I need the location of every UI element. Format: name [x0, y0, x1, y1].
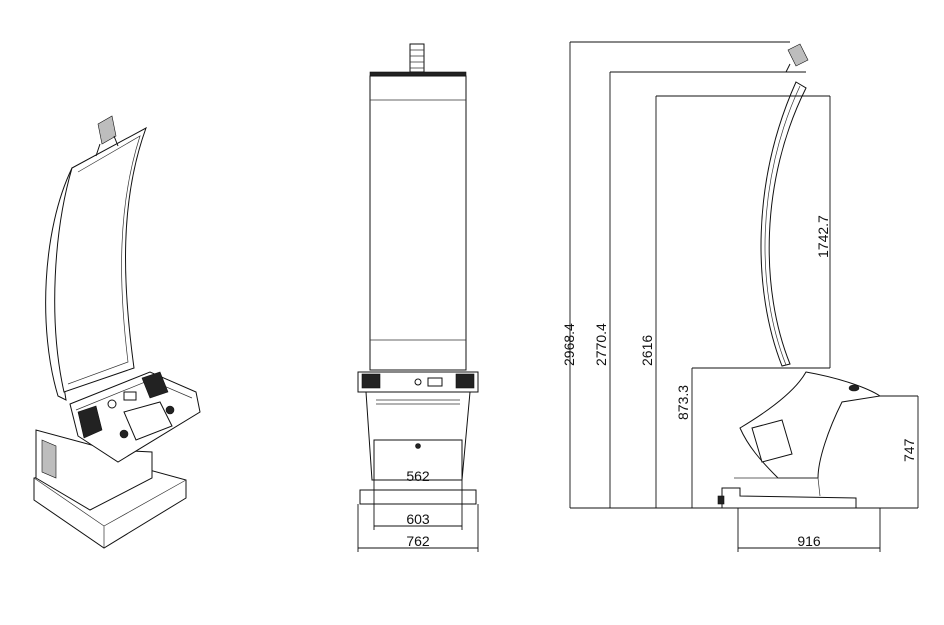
front-button: [414, 378, 422, 386]
iso-light-mount: [95, 135, 119, 157]
isometric-view: [33, 115, 201, 549]
dim-line-762: [357, 504, 479, 552]
front-speaker-right: [455, 373, 475, 389]
front-speaker-left: [361, 373, 381, 389]
dim-line-1742: [790, 96, 831, 369]
dim-line-747: [856, 395, 919, 509]
front-top-cap: [369, 71, 467, 77]
dim-label-2770: 2770.4: [593, 323, 609, 366]
dim-line-2616: [655, 95, 830, 508]
dim-label-1742: 1742.7: [815, 215, 831, 258]
iso-speaker-right: [141, 371, 169, 399]
front-base: [359, 489, 477, 505]
iso-top-light: [97, 115, 117, 145]
dim-line-2968: [569, 41, 790, 509]
front-lock: [415, 443, 421, 449]
iso-screen-inner-edge: [67, 135, 141, 385]
dim-line-916: [737, 508, 881, 552]
front-top-light-ribs: [410, 49, 424, 69]
dim-line-603: [373, 480, 463, 530]
side-screen-center-line: [764, 85, 801, 366]
dim-label-873: 873.3: [675, 385, 691, 420]
iso-touch-panel: [123, 401, 173, 441]
dim-label-747: 747: [901, 438, 917, 462]
front-view: 562 603 762: [357, 43, 479, 552]
dim-label-603: 603: [406, 511, 430, 527]
side-base-edge: [734, 477, 821, 497]
iso-door-panel: [41, 439, 57, 479]
side-light-mount: [785, 63, 791, 73]
dim-label-2616: 2616: [639, 335, 655, 366]
iso-button-left: [107, 399, 117, 409]
front-screen-column: [369, 75, 467, 371]
dim-line-873: [691, 367, 806, 508]
dim-label-762: 762: [406, 533, 430, 549]
iso-base-edges: [33, 477, 187, 548]
side-foot: [717, 495, 725, 505]
iso-button-right: [165, 405, 175, 415]
front-cabinet-rail: [376, 399, 460, 405]
side-door-panel: [751, 419, 793, 463]
side-top-light: [787, 43, 809, 67]
dim-line-2770: [609, 71, 806, 508]
dim-label-2968: 2968.4: [561, 323, 577, 366]
iso-speaker-left: [77, 405, 103, 439]
side-curved-screen: [760, 81, 807, 367]
side-button: [848, 384, 860, 392]
front-bill-acceptor: [427, 377, 443, 387]
side-base: [721, 487, 857, 509]
dim-label-562: 562: [406, 468, 430, 484]
iso-curved-screen: [54, 126, 147, 393]
dim-label-916: 916: [797, 533, 821, 549]
iso-button-center: [119, 429, 129, 439]
side-view: 2968.4 2770.4 2616 873.3 1742.7 747 916: [561, 41, 919, 552]
iso-bill-acceptor: [123, 391, 137, 401]
